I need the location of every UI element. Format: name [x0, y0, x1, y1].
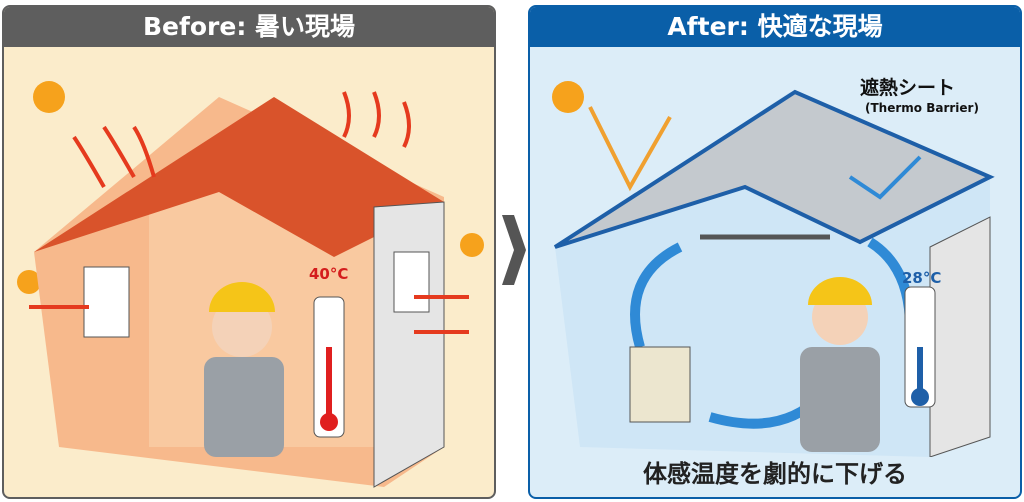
worker-body	[800, 347, 880, 452]
caption: 体感温度を劇的に下げる	[643, 460, 907, 488]
helmet-icon	[209, 282, 275, 312]
thermo-barrier-sublabel: (Thermo Barrier)	[865, 101, 979, 115]
sun-icon	[17, 270, 41, 294]
arrow-right-icon	[502, 215, 526, 285]
hot-house-illustration	[17, 81, 484, 488]
sun-icon	[552, 81, 584, 113]
thermo-barrier-roof	[553, 89, 995, 249]
sun-icon	[33, 81, 65, 113]
temperature-reading: 40°C	[309, 265, 349, 283]
before-title: Before: 暑い現場	[4, 7, 494, 47]
thermo-barrier-label: 遮熱シート	[860, 77, 956, 99]
temperature-reading: 28°C	[902, 269, 942, 287]
after-panel: After: 快適な現場 遮熱シート (Thermo Barrier) 28°C…	[528, 5, 1022, 499]
spot-cooler-icon	[629, 346, 691, 423]
cool-house-illustration	[552, 81, 995, 457]
hot-roof	[34, 97, 444, 257]
window	[393, 251, 430, 313]
worker-body	[204, 357, 284, 457]
heat-wave-icon	[29, 91, 469, 334]
after-title: After: 快適な現場	[530, 7, 1020, 47]
sun-icon	[460, 233, 484, 257]
window	[83, 266, 130, 338]
helmet-icon	[808, 277, 872, 305]
before-panel: Before: 暑い現場 40°C	[2, 5, 496, 499]
